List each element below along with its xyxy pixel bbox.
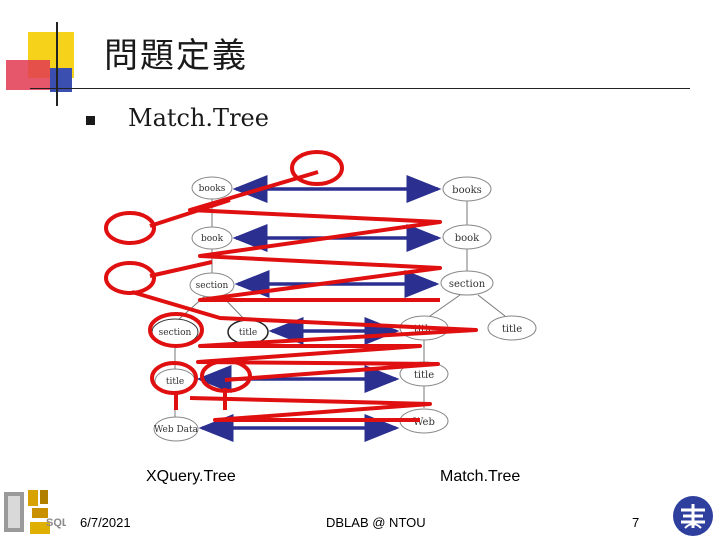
zigzag-left-1	[149, 198, 231, 228]
right-label-web: Web	[413, 417, 435, 428]
right-label-book: book	[455, 233, 480, 244]
right-tree-caption: Match.Tree	[440, 468, 521, 485]
left-label-webdata: Web Data	[154, 425, 199, 435]
zigzag-mid	[131, 290, 478, 382]
left-label-book: book	[201, 234, 224, 244]
right-label-books: books	[452, 185, 482, 196]
match-circle-left-1	[104, 211, 156, 245]
left-label-title: title	[239, 328, 257, 338]
zigzag-top	[188, 170, 442, 302]
right-label-title-3: title	[414, 370, 434, 381]
left-node-books	[191, 176, 233, 200]
left-tree-caption: XQuery.Tree	[146, 468, 236, 485]
right-node-books	[442, 176, 492, 202]
deco-red-square	[6, 60, 50, 90]
left-node-webdata	[153, 416, 199, 442]
deco-horizontal-line	[30, 88, 690, 89]
match-circle-left-2	[104, 261, 156, 295]
footer-page-number: 7	[632, 515, 640, 530]
left-label-section: section	[196, 281, 229, 291]
right-node-title-2	[487, 315, 537, 341]
right-node-book	[442, 224, 492, 250]
ntou-logo-icon	[673, 496, 713, 536]
match-circle-section	[148, 312, 204, 348]
right-label-section: section	[449, 279, 486, 290]
left-node-book	[191, 226, 233, 250]
left-label-section-2: section	[159, 328, 192, 338]
deco-blue-square	[50, 68, 72, 92]
match-zigzag-lines	[131, 170, 478, 422]
left-tree-labels: books book section section title title W…	[154, 184, 257, 435]
bullet-marker	[86, 116, 95, 125]
zigzag-low	[189, 396, 432, 422]
left-label-books: books	[199, 184, 226, 194]
match-circle-title-a	[150, 361, 198, 395]
slide-title: 問題定義	[104, 36, 248, 76]
left-tree-nodes	[151, 176, 269, 442]
right-node-section	[440, 270, 494, 296]
deco-vertical-line	[56, 22, 58, 106]
match-arrows	[196, 175, 442, 442]
match-circle-title-b	[200, 359, 252, 393]
right-tree-nodes	[399, 176, 537, 434]
bullet-text: Match.Tree	[128, 104, 269, 132]
match-circle-top	[290, 150, 344, 186]
left-label-title-2: title	[166, 377, 184, 387]
svg-text:SQL: SQL	[46, 517, 66, 529]
lab-logo-icon: SQL	[4, 490, 66, 534]
match-circles	[104, 150, 344, 395]
right-label-title-2: title	[502, 324, 522, 335]
footer-date: 6/7/2021	[80, 515, 131, 530]
footer-center: DBLAB @ NTOU	[326, 515, 426, 530]
zigzag-left-2	[149, 260, 213, 278]
